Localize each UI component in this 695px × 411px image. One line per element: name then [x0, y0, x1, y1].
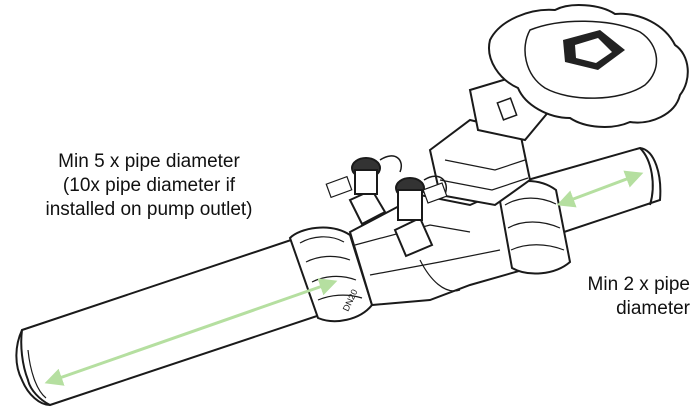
- upstream-distance-arrow: [44, 278, 338, 386]
- downstream-distance-arrow: [556, 170, 644, 208]
- handwheel: [488, 4, 689, 128]
- upstream-pipe: [15, 235, 337, 407]
- upstream-requirement-label: Min 5 x pipe diameter (10x pipe diameter…: [4, 150, 294, 222]
- test-point-left: [325, 155, 402, 226]
- downstream-requirement-label: Min 2 x pipe diameter: [560, 273, 690, 321]
- downstream-line-2: diameter: [616, 298, 690, 319]
- downstream-line-1: Min 2 x pipe: [587, 274, 690, 295]
- upstream-line-3: installed on pump outlet): [45, 199, 253, 220]
- test-point-right: [393, 175, 448, 258]
- upstream-line-1: Min 5 x pipe diameter: [58, 151, 240, 172]
- right-union-nut: [496, 180, 572, 275]
- upstream-line-2: (10x pipe diameter if: [62, 175, 236, 196]
